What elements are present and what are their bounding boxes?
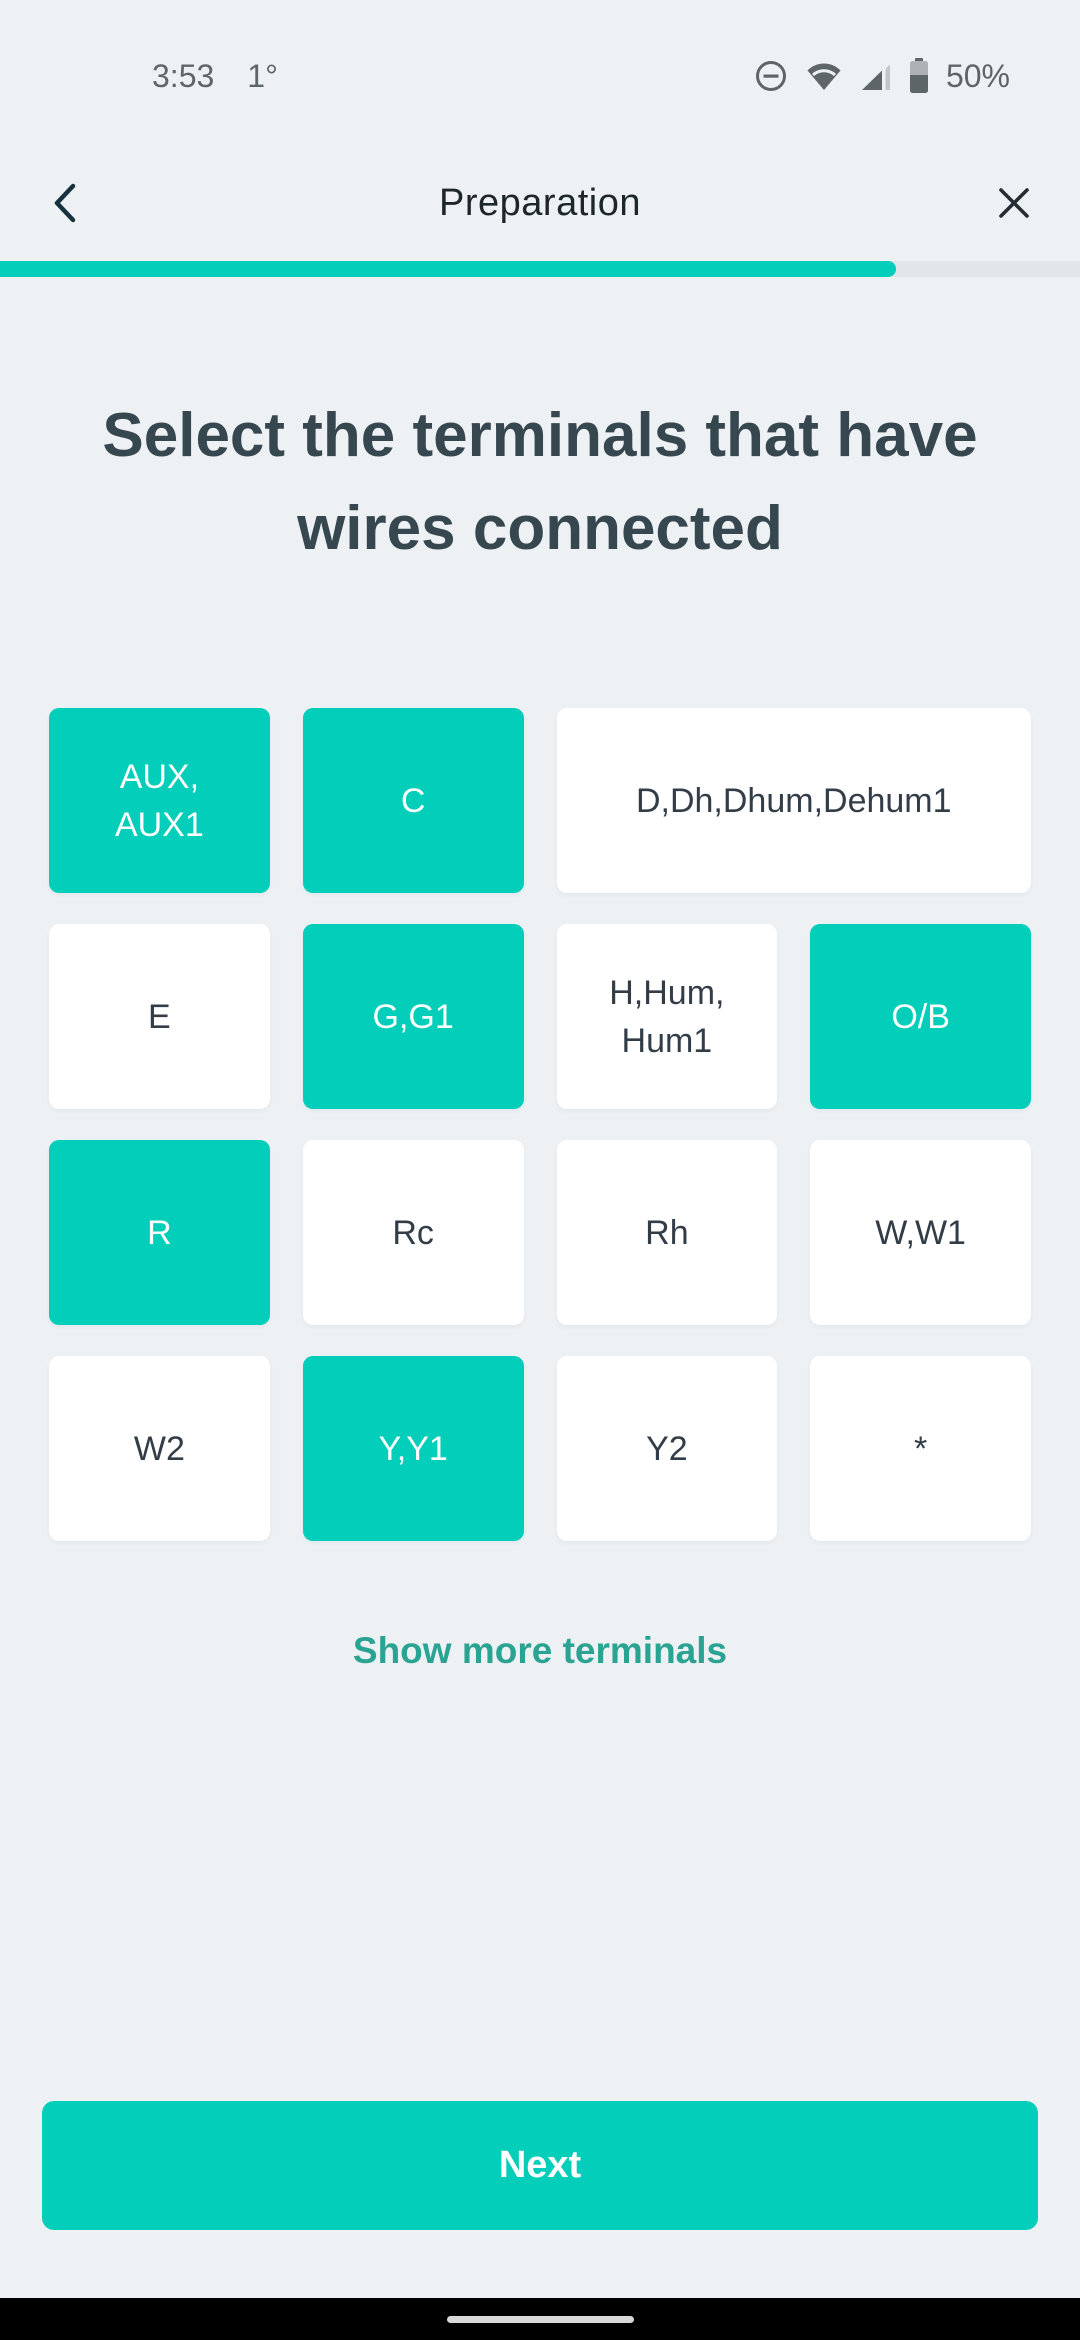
progress-fill: [0, 261, 897, 277]
header: Preparation: [0, 164, 1080, 242]
terminal-r[interactable]: R: [49, 1140, 270, 1325]
terminal-y2[interactable]: Y2: [556, 1356, 778, 1541]
status-temperature: 1°: [247, 57, 278, 94]
terminal-aux-aux1[interactable]: AUX, AUX1: [49, 708, 270, 893]
show-more-terminals-link[interactable]: Show more terminals: [347, 1625, 733, 1677]
page-title: Preparation: [439, 181, 641, 224]
close-icon: [999, 188, 1029, 218]
terminal-g-g1[interactable]: G,G1: [302, 924, 524, 1109]
status-left: 3:53 1°: [152, 58, 278, 95]
terminal-w2[interactable]: W2: [49, 1356, 270, 1541]
terminal-w-w1[interactable]: W,W1: [810, 1140, 1031, 1325]
back-button[interactable]: [42, 173, 88, 233]
cellular-signal-icon: [861, 64, 890, 90]
chevron-left-icon: [54, 183, 76, 223]
terminal-h-hum-hum1[interactable]: H,Hum, Hum1: [556, 924, 778, 1109]
gesture-nav-bar: [0, 2298, 1080, 2340]
wifi-icon: [807, 63, 841, 90]
terminal-y-y1[interactable]: Y,Y1: [302, 1356, 524, 1541]
terminal-e[interactable]: E: [49, 924, 270, 1109]
terminal-star[interactable]: *: [810, 1356, 1031, 1541]
terminal-rh[interactable]: Rh: [556, 1140, 778, 1325]
screen-title: Select the terminals that have wires con…: [102, 401, 978, 563]
status-right: 50%: [754, 58, 1010, 95]
close-button[interactable]: [988, 177, 1040, 229]
terminal-o-b[interactable]: O/B: [810, 924, 1031, 1109]
gesture-pill[interactable]: [446, 2315, 634, 2323]
next-button[interactable]: Next: [42, 2101, 1038, 2230]
terminal-c[interactable]: C: [302, 708, 524, 893]
progress-bar: [0, 261, 1080, 277]
do-not-disturb-icon: [755, 61, 786, 91]
terminal-d-dh-dhum-dehum1[interactable]: D,Dh,Dhum,Dehum1: [556, 708, 1031, 893]
status-bar: 3:53 1° 50%: [0, 0, 1080, 106]
battery-icon: [909, 58, 928, 93]
battery-percent: 50%: [945, 57, 1010, 94]
status-time: 3:53: [152, 57, 215, 94]
terminal-rc[interactable]: Rc: [302, 1140, 524, 1325]
